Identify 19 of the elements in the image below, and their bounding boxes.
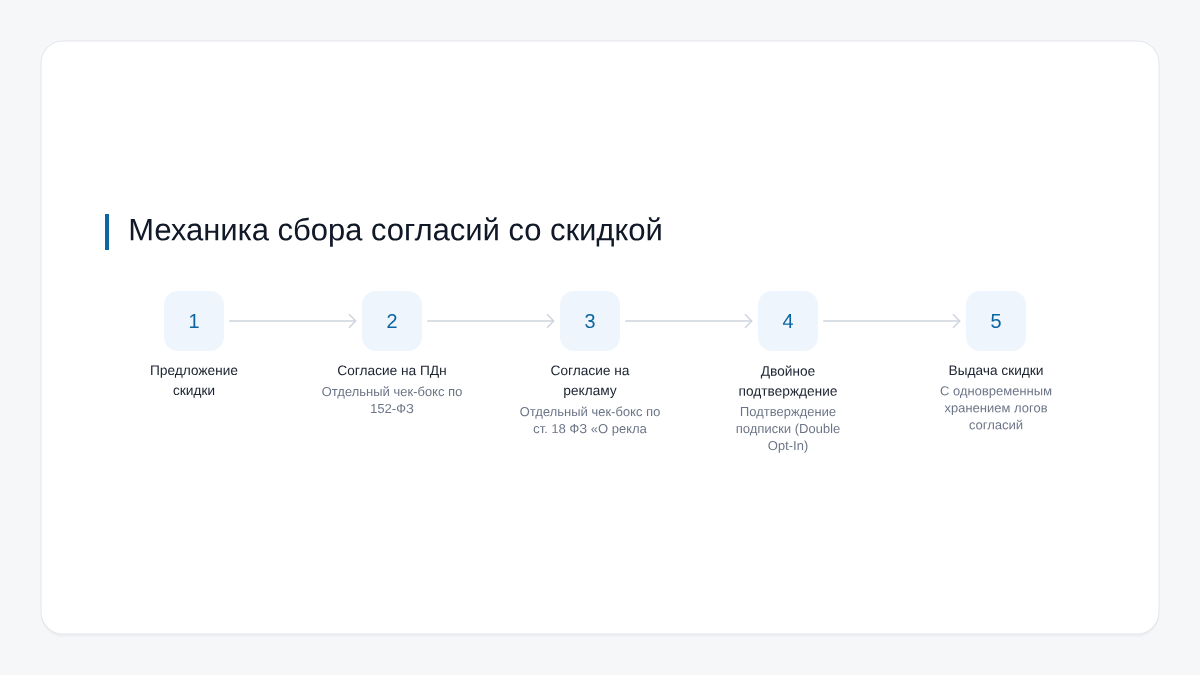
step-title: Двойное подтверждение — [739, 365, 837, 399]
arrow — [228, 313, 357, 329]
step-title: Выдача скидки — [949, 365, 1043, 378]
arrow — [624, 313, 753, 329]
step-title: Предложение скидки — [151, 365, 238, 398]
step-description: Отдельный чек-бокс по 152-ФЗ — [322, 386, 462, 414]
step-number-tile: 3 — [560, 291, 620, 351]
arrow — [426, 313, 555, 329]
step-title: Согласие на ПДн — [338, 365, 446, 378]
step-number-tile: 2 — [362, 291, 422, 351]
step-description: Подтверждение подписки (Double Opt-In) — [736, 407, 840, 453]
title: Механика сбора согласий со скидкой — [130, 217, 661, 247]
step-number-tile: 1 — [164, 291, 224, 351]
step-number-tile: 4 — [758, 291, 818, 351]
step-description: С одновременным хранением логов согласий — [940, 386, 1052, 430]
step-number-tile: 5 — [966, 291, 1026, 351]
arrow — [822, 313, 961, 329]
step-title: Согласие на рекламу — [551, 365, 630, 398]
step-description: Отдельный чек-бокс по ст. 18 ФЗ «О рекла — [520, 406, 660, 436]
